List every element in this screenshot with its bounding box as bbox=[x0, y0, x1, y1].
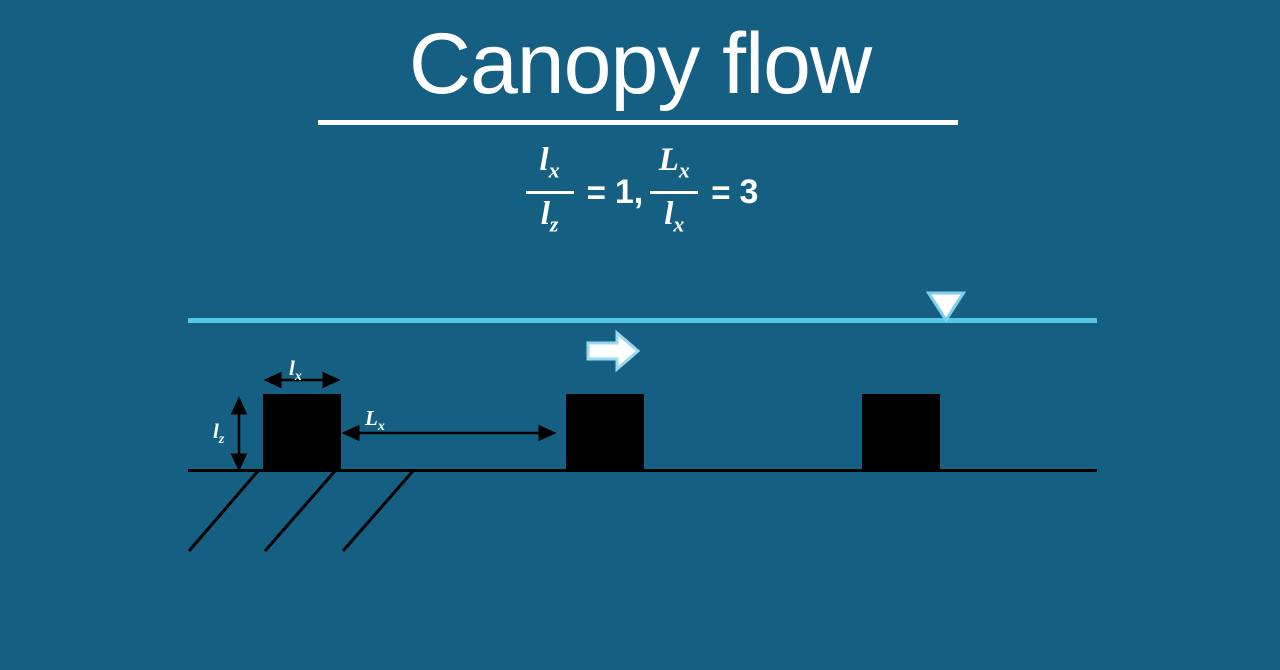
canopy-block-3 bbox=[862, 394, 940, 471]
formula-separator: , bbox=[633, 173, 644, 212]
lx-label-subscript: x bbox=[294, 368, 302, 384]
flow-direction-arrow-icon bbox=[586, 330, 640, 372]
lz-label: lz bbox=[213, 421, 224, 449]
water-surface-triangle-icon bbox=[926, 291, 966, 322]
page-title: Canopy flow bbox=[408, 16, 872, 112]
canopy-block-2 bbox=[566, 394, 644, 471]
lz-label-subscript: z bbox=[218, 431, 225, 447]
Lx-label-base: L bbox=[365, 406, 378, 430]
lz-label-base: l bbox=[213, 419, 219, 443]
equals-sign-2: = bbox=[711, 173, 731, 211]
numerator-subscript: x bbox=[548, 158, 560, 183]
denominator-base: l bbox=[664, 195, 674, 232]
title-underline bbox=[318, 120, 958, 125]
numerator-base: l bbox=[539, 142, 549, 178]
lx-label-base: l bbox=[289, 356, 295, 380]
fraction-denominator: lx bbox=[658, 194, 690, 245]
lx-label: lx bbox=[289, 358, 302, 386]
slide-title-block: Canopy flow bbox=[0, 16, 1280, 112]
Lx-label-subscript: x bbox=[377, 418, 385, 434]
fraction-denominator: lz bbox=[535, 194, 565, 245]
formula-block: lx lz = 1 , Lx lx = 3 bbox=[0, 140, 1280, 244]
fraction-numerator: Lx bbox=[653, 140, 696, 191]
denominator-subscript: z bbox=[549, 212, 559, 237]
formula-value-1: 1 bbox=[614, 173, 634, 212]
numerator-base: L bbox=[658, 142, 679, 178]
hatch-line bbox=[263, 470, 337, 552]
fraction-bar bbox=[650, 190, 699, 194]
water-surface-line bbox=[188, 318, 1097, 323]
fraction-Lx-over-lx: Lx lx bbox=[650, 140, 699, 245]
fraction-bar bbox=[525, 190, 574, 194]
hatch-line bbox=[187, 470, 260, 552]
numerator-subscript: x bbox=[678, 158, 690, 183]
formula-row: lx lz = 1 , Lx lx = 3 bbox=[522, 140, 759, 245]
formula-value-2: 3 bbox=[739, 173, 759, 212]
Lx-label: Lx bbox=[365, 408, 385, 436]
canopy-block-1 bbox=[263, 394, 341, 471]
denominator-subscript: x bbox=[673, 212, 685, 237]
equals-sign-1: = bbox=[586, 173, 606, 211]
fraction-numerator: lx bbox=[534, 140, 566, 191]
hatch-line bbox=[341, 470, 415, 552]
fraction-lx-over-lz: lx lz bbox=[525, 140, 574, 245]
denominator-base: l bbox=[540, 195, 550, 232]
